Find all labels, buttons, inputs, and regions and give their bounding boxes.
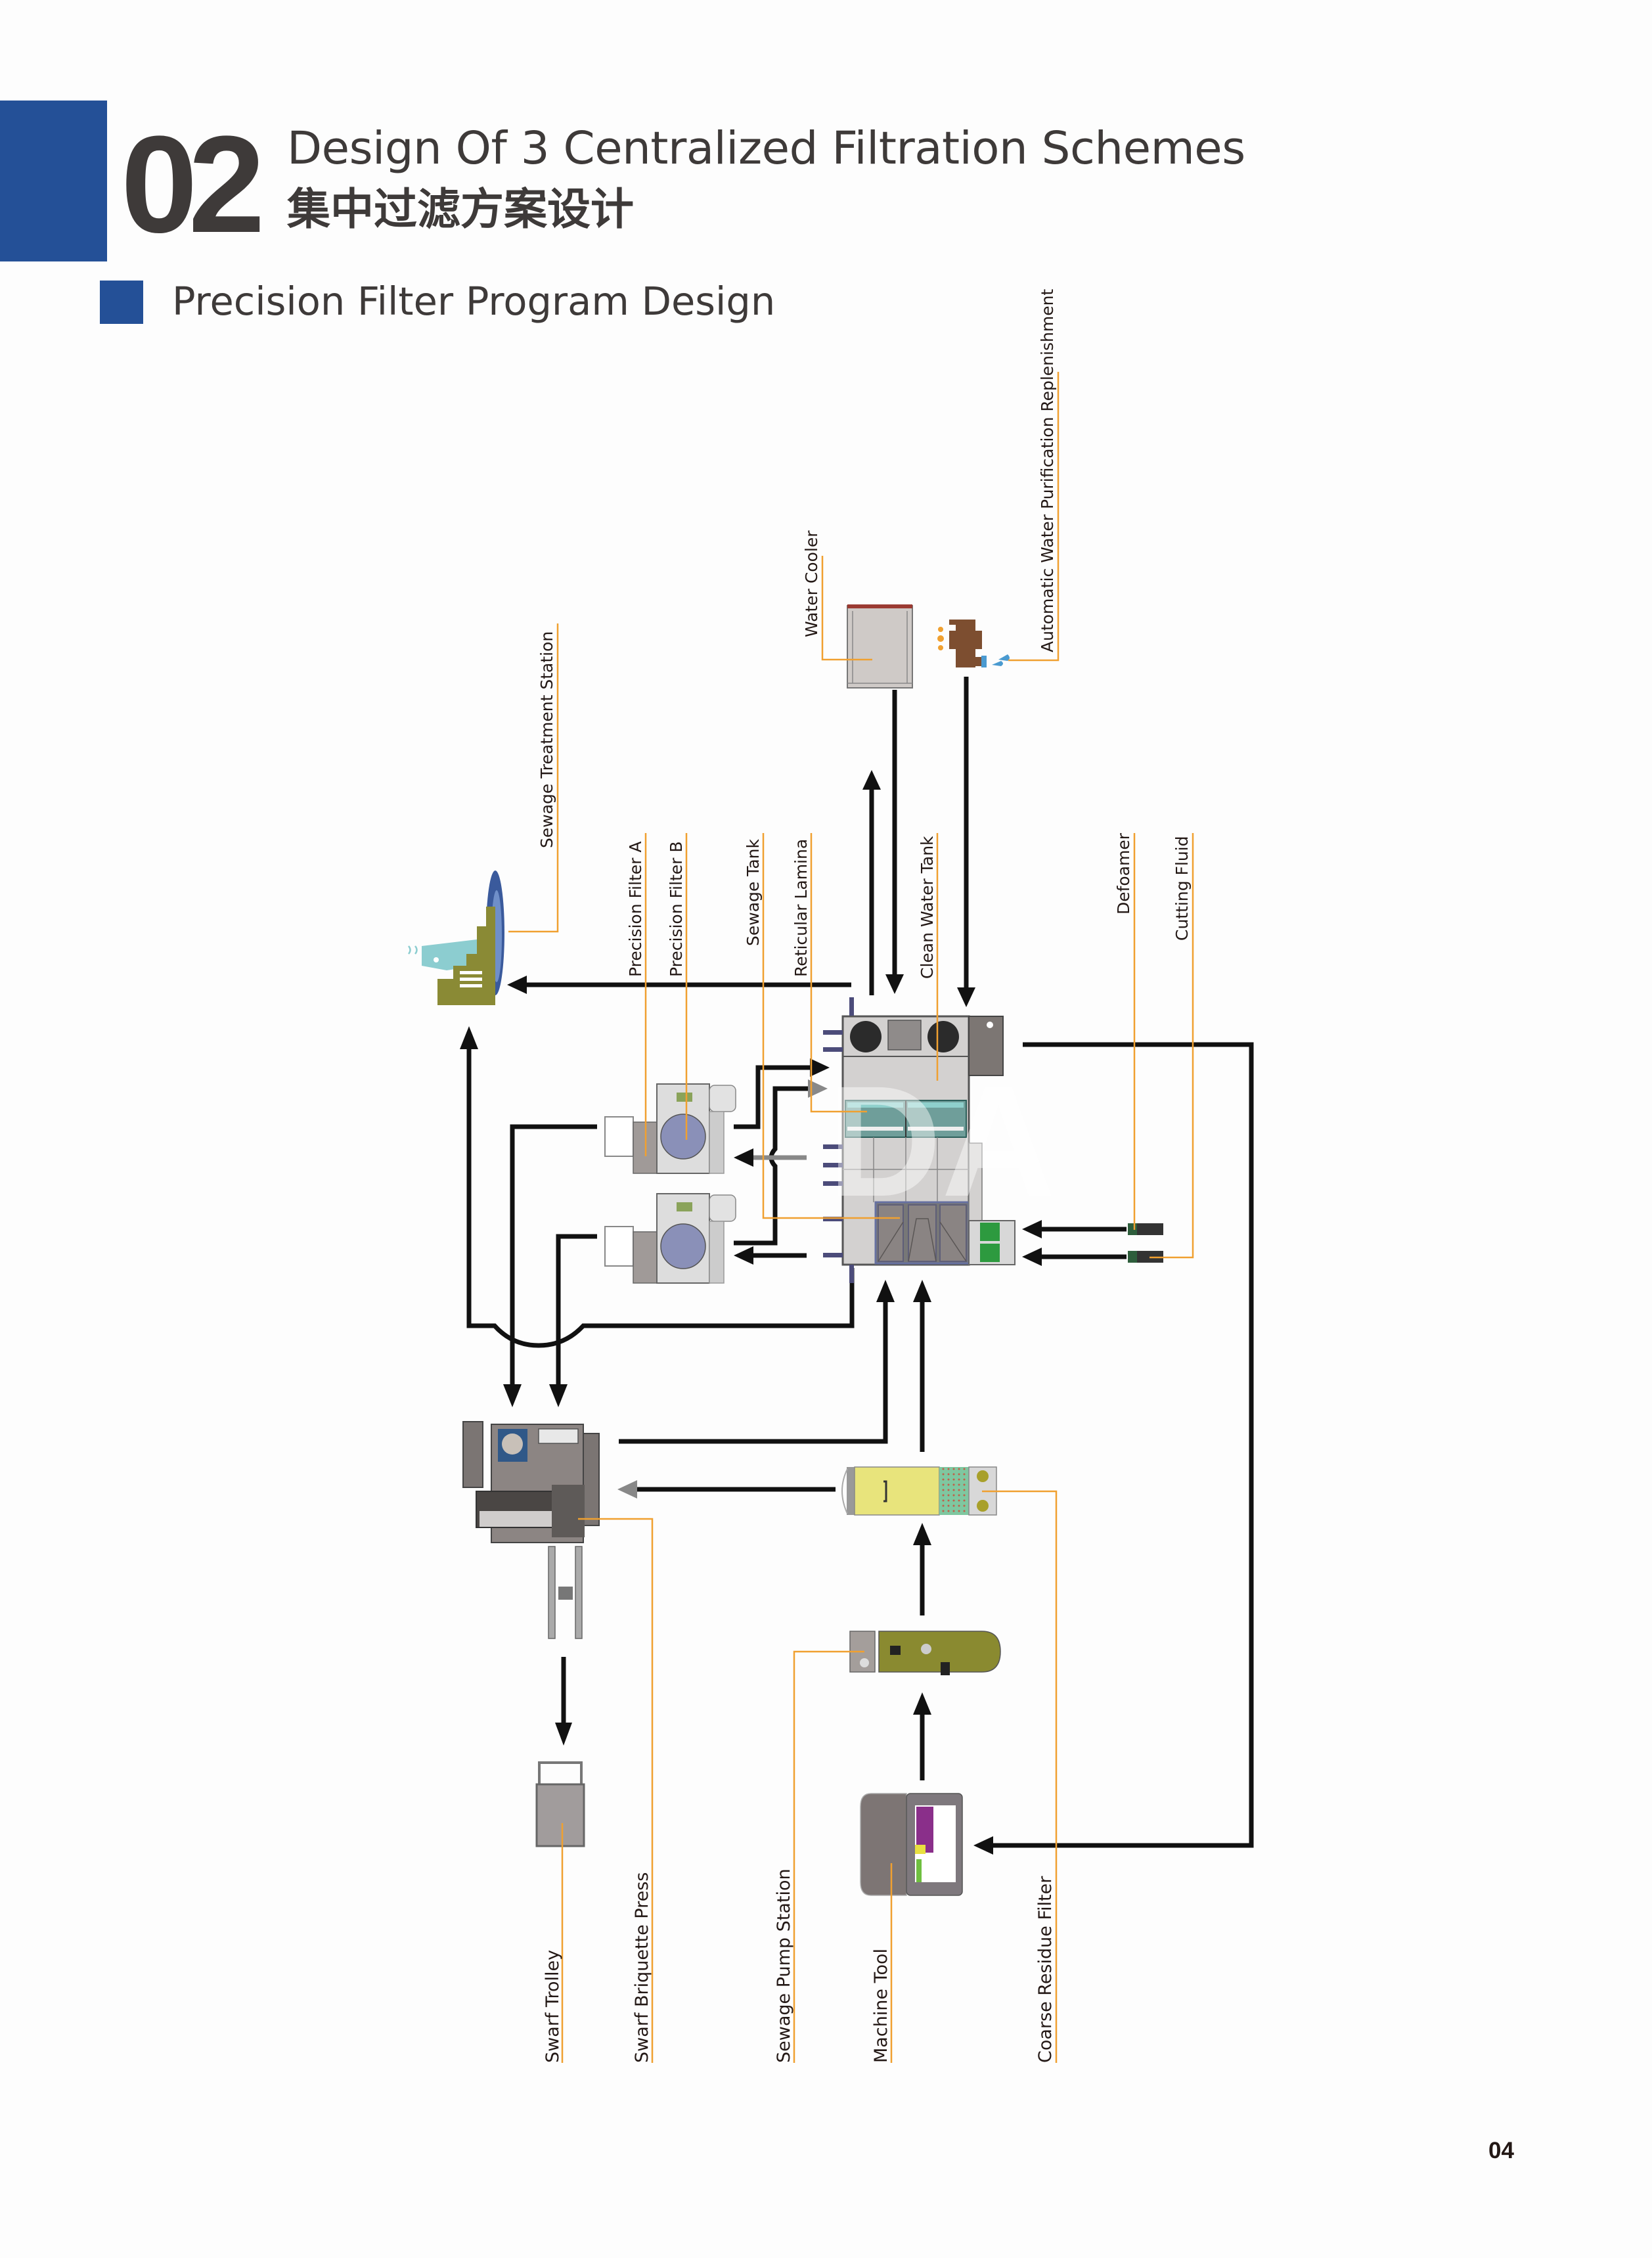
arrowhead: [503, 1384, 522, 1407]
label-reticular-lamina: Reticular Lamina: [792, 839, 811, 977]
water-cooler-icon: [847, 604, 913, 689]
arrowhead: [1022, 1248, 1042, 1266]
arrowhead: [957, 987, 975, 1007]
subtitle-marker: [100, 281, 143, 324]
arrowhead: [617, 1480, 637, 1499]
label-defoamer: Defoamer: [1114, 832, 1133, 914]
flow-filter-a-to-tank: [734, 1065, 811, 1129]
label-sewage-pump-station: Sewage Pump Station: [774, 1868, 794, 2063]
flow-filter-b-to-press: [556, 1234, 597, 1386]
page-subtitle: Precision Filter Program Design: [172, 279, 776, 324]
flow-tank-to-sewage-station-loop: [466, 1048, 855, 1348]
arrowhead: [913, 1692, 931, 1715]
leader-lines: [508, 372, 1194, 2063]
arrowhead: [460, 1026, 478, 1049]
label-sewage-treatment-station: Sewage Treatment Station: [537, 631, 556, 848]
swarf-trolley-icon: [535, 1761, 585, 1847]
arrowhead: [734, 1148, 753, 1167]
arrowhead: [862, 770, 881, 790]
arrowhead: [913, 1523, 931, 1545]
label-auto-water-replenishment: Automatic Water Purification Replenishme…: [1038, 289, 1057, 652]
main-filtration-tank-icon: [823, 997, 1016, 1283]
arrowhead: [913, 1280, 931, 1302]
label-precision-filter-b: Precision Filter B: [667, 841, 686, 977]
precision-filter-a-icon: [604, 1083, 736, 1174]
coarse-residue-filter-icon: [841, 1466, 997, 1516]
swarf-briquette-press-icon: [462, 1421, 600, 1639]
page-title: Design Of 3 Centralized Filtration Schem…: [287, 122, 1245, 175]
arrowhead: [555, 1723, 572, 1746]
flow-press-to-tank: [619, 1301, 888, 1444]
diagram-labels: Sewage Treatment Station Precision Filte…: [537, 289, 1192, 2063]
arrowhead: [876, 1280, 895, 1302]
label-precision-filter-a: Precision Filter A: [626, 842, 645, 977]
label-clean-water-tank: Clean Water Tank: [918, 836, 937, 979]
arrowhead: [549, 1384, 568, 1407]
label-sewage-tank: Sewage Tank: [744, 838, 763, 946]
arrowhead: [808, 1079, 828, 1098]
label-cutting-fluid: Cutting Fluid: [1172, 836, 1192, 941]
section-color-block: [0, 101, 107, 261]
defoamer-pump-icon: [1128, 1223, 1163, 1235]
section-number: 02: [121, 107, 265, 261]
arrowhead: [1022, 1220, 1042, 1238]
watermark: DA: [828, 1053, 1056, 1229]
flow-lines: [460, 677, 1254, 1855]
precision-filter-b-icon: [604, 1193, 736, 1284]
sewage-pump-station-icon: [849, 1631, 1001, 1675]
machine-tool-icon: [860, 1793, 963, 1896]
page-number: 04: [1488, 2138, 1514, 2163]
label-swarf-briquette-press: Swarf Briquette Press: [632, 1872, 652, 2063]
label-water-cooler: Water Cooler: [802, 530, 821, 637]
arrowhead: [885, 974, 904, 994]
faucet-icon: [937, 620, 1010, 667]
arrowhead: [734, 1246, 753, 1265]
arrowhead: [810, 1058, 830, 1077]
sewage-treatment-station-icon: [407, 870, 504, 1005]
label-swarf-trolley: Swarf Trolley: [543, 1950, 563, 2063]
flow-filter-a-to-press: [510, 1124, 597, 1386]
arrowhead: [973, 1836, 993, 1855]
page-title-chinese: 集中过滤方案设计: [287, 184, 634, 235]
flow-tank-to-machine-tool: [992, 1042, 1254, 1848]
arrowhead: [507, 976, 527, 994]
label-coarse-residue-filter: Coarse Residue Filter: [1035, 1876, 1056, 2063]
flow-filter-b-to-tank: [734, 1086, 809, 1246]
label-machine-tool: Machine Tool: [871, 1949, 891, 2063]
